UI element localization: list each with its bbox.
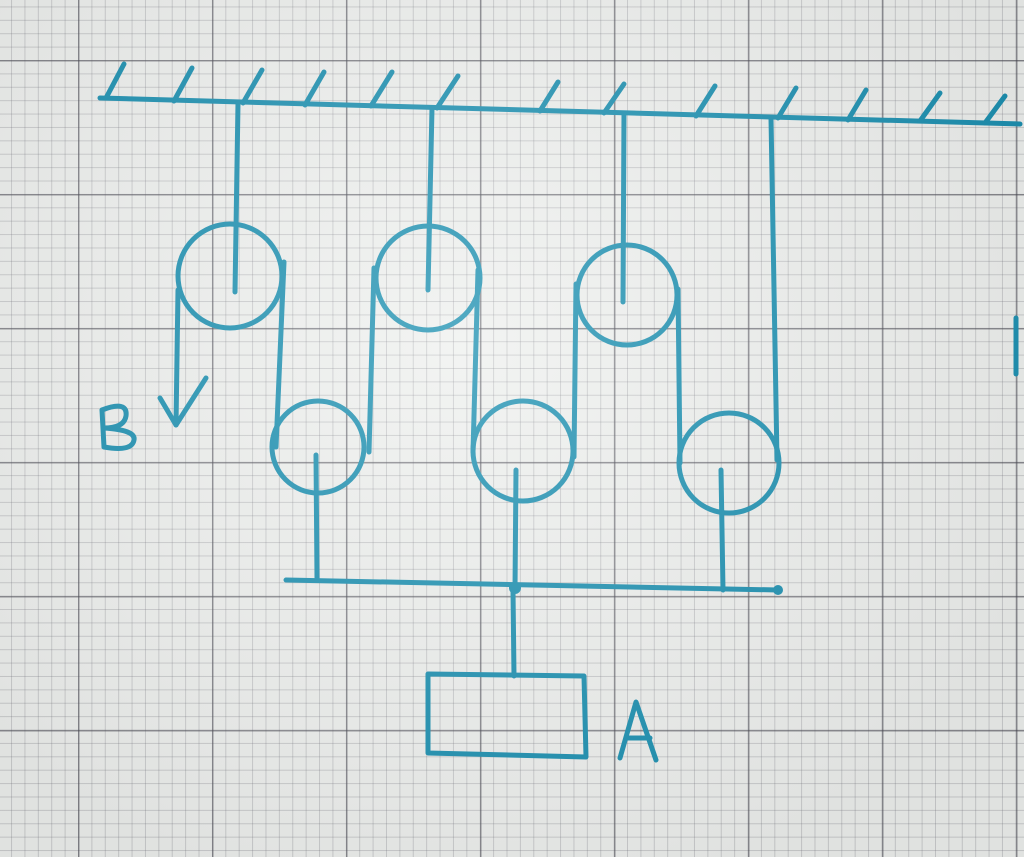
- fixed-pulley-1: [175, 221, 285, 331]
- movable-pulley-2: [470, 398, 576, 504]
- label-a: A: [620, 704, 660, 772]
- free-rope-end-arrow: [157, 287, 209, 428]
- pulley-hangers: [232, 100, 627, 305]
- load-hanger: [510, 587, 517, 679]
- rope: [273, 115, 780, 466]
- ceiling-support: [97, 61, 1023, 127]
- connecting-bar: [283, 577, 783, 595]
- movable-pulley-axles: [313, 452, 726, 593]
- movable-pulley-3: [676, 410, 782, 516]
- label-b-glyph: [99, 403, 137, 451]
- load-block-a: [425, 671, 589, 760]
- fixed-pulley-3: [574, 242, 680, 348]
- label-b: B: [104, 407, 134, 458]
- label-a-glyph: [617, 699, 659, 763]
